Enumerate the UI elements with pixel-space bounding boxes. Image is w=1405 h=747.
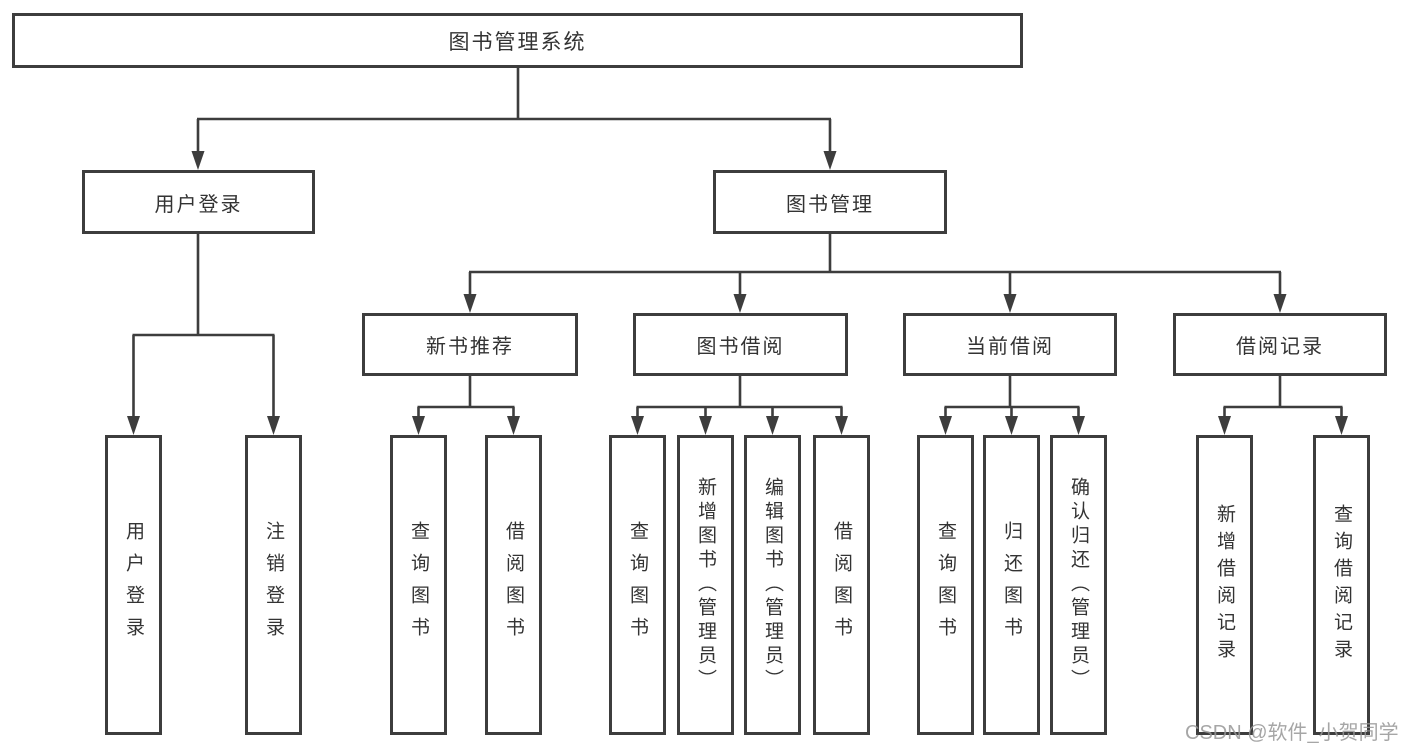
leaf-confirm-return-admin: 确认归还（管理员） [1050, 435, 1107, 735]
leaf-borrow-books-recommend: 借阅图书 [485, 435, 542, 735]
leaf-borrow-books: 借阅图书 [813, 435, 870, 735]
leaf-query-borrow-record: 查询借阅记录 [1313, 435, 1370, 735]
node-current-borrow: 当前借阅 [903, 313, 1117, 376]
arrow-icon [699, 416, 712, 435]
node-label: 图书管理 [786, 193, 874, 216]
connector-root [196, 68, 832, 155]
node-library-system: 图书管理系统 [12, 13, 1023, 68]
arrow-icon [823, 151, 837, 170]
node-label: 图书管理系统 [448, 30, 587, 54]
leaf-return-book: 归还图书 [983, 435, 1040, 735]
arrow-icon [1072, 416, 1085, 435]
node-new-book-recommend: 新书推荐 [362, 313, 578, 376]
leaf-label: 确认归还（管理员） [1068, 477, 1089, 693]
arrow-icon [766, 416, 779, 435]
node-label: 用户登录 [154, 193, 243, 216]
leaf-query-books-current: 查询图书 [917, 435, 974, 735]
arrow-icon [507, 416, 520, 435]
csdn-watermark: CSDN @软件_小贺同学 [1185, 722, 1399, 744]
node-label: 图书借阅 [696, 336, 785, 358]
leaf-user-login: 用户登录 [105, 435, 162, 735]
connector-book-mgmt [468, 234, 1282, 298]
arrow-icon [1335, 416, 1348, 435]
arrow-icon [1218, 416, 1231, 435]
leaf-label: 查询图书 [935, 521, 956, 649]
connector-new-book [417, 376, 515, 420]
leaf-label: 新增借阅记录 [1214, 504, 1235, 666]
leaf-label: 注销登录 [263, 521, 284, 649]
leaf-label: 借阅图书 [503, 521, 524, 649]
leaf-label: 查询图书 [408, 521, 429, 649]
arrow-icon [191, 151, 205, 170]
arrow-icon [939, 416, 952, 435]
leaf-query-books-recommend: 查询图书 [390, 435, 447, 735]
connector-current-borrow [944, 376, 1080, 420]
connector-borrow-records [1223, 376, 1343, 420]
node-label: 借阅记录 [1236, 336, 1324, 358]
arrowheads [127, 151, 1348, 435]
leaf-add-borrow-record: 新增借阅记录 [1196, 435, 1253, 735]
arrow-icon [463, 294, 477, 313]
node-label: 当前借阅 [966, 336, 1054, 358]
leaf-label: 查询借阅记录 [1331, 504, 1352, 666]
leaf-label: 新增图书（管理员） [695, 477, 716, 693]
connector-book-borrow [636, 376, 843, 420]
leaf-edit-book-admin: 编辑图书（管理员） [744, 435, 801, 735]
node-book-borrow: 图书借阅 [633, 313, 848, 376]
arrow-icon [1005, 416, 1018, 435]
arrow-icon [412, 416, 425, 435]
connector-user-login [132, 233, 275, 420]
arrow-icon [733, 294, 747, 313]
leaf-label: 用户登录 [123, 521, 144, 649]
arrow-icon [267, 416, 280, 435]
leaf-add-book-admin: 新增图书（管理员） [677, 435, 734, 735]
node-book-management: 图书管理 [713, 170, 947, 234]
arrow-icon [631, 416, 644, 435]
node-borrow-records: 借阅记录 [1173, 313, 1387, 376]
arrow-icon [835, 416, 848, 435]
node-user-login: 用户登录 [82, 170, 315, 234]
node-label: 新书推荐 [426, 336, 514, 358]
arrow-icon [127, 416, 140, 435]
leaf-label: 归还图书 [1001, 521, 1022, 649]
leaf-label: 查询图书 [627, 521, 648, 649]
leaf-logout: 注销登录 [245, 435, 302, 735]
arrow-icon [1273, 294, 1287, 313]
leaf-label: 编辑图书（管理员） [762, 477, 783, 693]
leaf-label: 借阅图书 [831, 521, 852, 649]
leaf-query-books-borrow: 查询图书 [609, 435, 666, 735]
arrow-icon [1003, 294, 1017, 313]
